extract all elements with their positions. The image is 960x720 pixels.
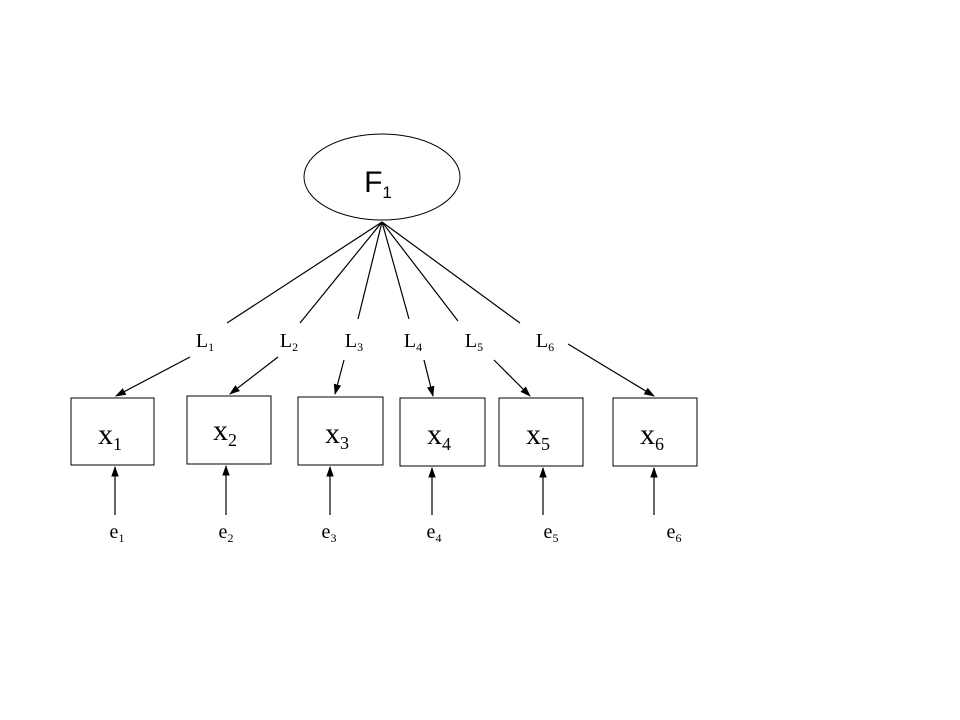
loading-labels: L1 L2 L3 L4 L5 L6 (196, 330, 554, 354)
loading-label-5: L5 (465, 330, 483, 354)
error-label-5: e5 (544, 521, 559, 545)
loading-line-4 (381, 221, 410, 320)
loading-lines (226, 221, 521, 324)
error-label-2: e2 (219, 521, 234, 545)
error-label-3: e3 (322, 521, 337, 545)
indicator-label-3: x3 (325, 417, 349, 453)
error-labels: e1 e2 e3 e4 e5 e6 (110, 521, 682, 545)
indicator-box-5 (498, 397, 584, 467)
indicator-label-6: x6 (640, 418, 664, 454)
factor-ellipse (303, 133, 461, 221)
loading-arrow-2 (229, 356, 279, 395)
loading-label-1: L1 (196, 330, 214, 354)
indicator-label-5: x5 (526, 418, 550, 454)
loading-line-6 (381, 221, 521, 324)
indicator-box-1 (70, 397, 155, 466)
indicator-labels: x1 x2 x3 x4 x5 x6 (98, 414, 664, 454)
indicator-boxes (70, 395, 698, 467)
indicator-box-3 (297, 396, 384, 466)
loading-label-2: L2 (280, 330, 298, 354)
loading-label-3: L3 (345, 330, 363, 354)
factor-label-base: F (364, 166, 382, 199)
indicator-box-6 (612, 397, 698, 467)
indicator-label-4: x4 (427, 418, 451, 454)
error-label-1: e1 (110, 521, 125, 545)
error-label-6: e6 (667, 521, 682, 545)
factor-label-sub: 1 (382, 183, 391, 202)
loading-line-5 (381, 221, 459, 322)
indicator-box-2 (186, 395, 272, 465)
loading-line-2 (299, 221, 383, 324)
loading-line-1 (226, 221, 383, 324)
loading-arrow-6 (567, 343, 655, 397)
error-arrows (111, 464, 658, 515)
indicator-label-2: x2 (213, 414, 237, 450)
factor-label: F1 (364, 166, 392, 202)
loading-arrow-1 (115, 356, 191, 397)
loading-label-6: L6 (536, 330, 554, 354)
loading-arrow-5 (493, 359, 531, 397)
indicator-box-4 (399, 397, 486, 467)
loading-arrow-4 (423, 359, 435, 398)
loading-arrows (115, 343, 655, 398)
loading-label-4: L4 (404, 330, 422, 354)
error-label-4: e4 (427, 521, 442, 545)
indicator-label-1: x1 (98, 418, 122, 454)
loading-line-3 (357, 221, 383, 320)
loading-arrow-3 (333, 359, 345, 396)
